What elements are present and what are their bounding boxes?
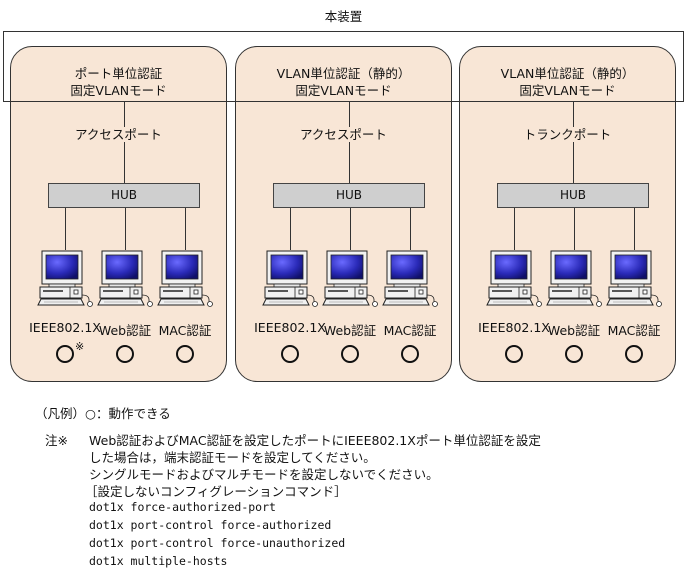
panel-title-line2: 固定VLANモード [70, 83, 167, 98]
auth-method-label: Web認証 [98, 323, 152, 338]
supported-circle-icon [341, 345, 359, 363]
hub-drop-line [574, 208, 575, 250]
hub-box: HUB [497, 183, 649, 208]
note-line: Web認証およびMAC認証を設定したポートにIEEE802.1Xポート単位認証を… [89, 433, 541, 448]
port-type-label: トランクポート [460, 124, 675, 143]
legend-prefix: （凡例） [35, 406, 86, 421]
hub-drop-line [410, 208, 411, 250]
port-type-label: アクセスポート [11, 124, 226, 143]
computer-icon [382, 250, 440, 308]
supported-circle-icon [116, 345, 134, 363]
legend-symbol: ○ [85, 406, 96, 421]
computer-icon [322, 250, 380, 308]
supported-circle-icon [281, 345, 299, 363]
computer-icon [97, 250, 155, 308]
supported-circle-icon [401, 345, 419, 363]
computer-icon [546, 250, 604, 308]
auth-mode-panel: VLAN単位認証（静的） 固定VLANモードアクセスポート HUB IEEE802.… [235, 46, 452, 382]
hub-drop-line [125, 208, 126, 250]
config-command: dot1x force-authorized-port [89, 500, 276, 514]
note-mark: 注※ [45, 433, 68, 448]
port-type-text: アクセスポート [297, 127, 390, 142]
note-line: ［設定しないコンフィグレーションコマンド］ [85, 484, 347, 499]
hub-drop-line [634, 208, 635, 250]
uplink-line [349, 101, 350, 183]
hub-box: HUB [273, 183, 425, 208]
computer-icon [157, 250, 215, 308]
hub-drop-line [65, 208, 66, 250]
auth-method-label: IEEE802.1X [254, 320, 326, 335]
panel-title-line2: 固定VLANモード [295, 83, 392, 98]
auth-method-label: IEEE802.1X [478, 320, 550, 335]
computer-icon [262, 250, 320, 308]
supported-circle-icon [56, 345, 74, 363]
hub-box: HUB [48, 183, 200, 208]
port-type-label: アクセスポート [236, 124, 451, 143]
supported-circle-icon [565, 345, 583, 363]
port-type-text: トランクポート [520, 127, 615, 142]
device-title: 本装置 [324, 9, 363, 24]
computer-icon [37, 250, 95, 308]
panel-title-line1: VLAN単位認証（静的） [276, 66, 411, 81]
port-type-text: アクセスポート [72, 127, 165, 142]
auth-method-label: MAC認証 [607, 323, 661, 338]
legend: （凡例）○：動作できる [35, 403, 171, 422]
note-line: シングルモードおよびマルチモードを設定しないでください。 [89, 467, 439, 482]
note-line: した場合は，端末認証モードを設定してください。 [89, 450, 376, 465]
supported-circle-icon [176, 345, 194, 363]
uplink-line [124, 101, 125, 183]
computer-icon [486, 250, 544, 308]
computer-icon [606, 250, 664, 308]
hub-drop-line [350, 208, 351, 250]
config-command: dot1x multiple-hosts [89, 554, 228, 568]
legend-text: ：動作できる [95, 406, 171, 421]
hub-drop-line [514, 208, 515, 250]
hub-drop-line [290, 208, 291, 250]
auth-method-label: IEEE802.1X [29, 320, 101, 335]
panel-title-line1: VLAN単位認証（静的） [500, 66, 635, 81]
note-reference-mark: ※ [75, 340, 85, 353]
panel-title: VLAN単位認証（静的） 固定VLANモード [236, 65, 451, 99]
auth-method-label: Web認証 [547, 323, 601, 338]
auth-method-label: Web認証 [323, 323, 377, 338]
panel-title: VLAN単位認証（静的） 固定VLANモード [460, 65, 675, 99]
auth-method-label: MAC認証 [158, 323, 212, 338]
hub-drop-line [185, 208, 186, 250]
config-command: dot1x port-control force-authorized [89, 518, 332, 532]
panel-title-line1: ポート単位認証 [74, 66, 163, 81]
panel-title-line2: 固定VLANモード [519, 83, 616, 98]
supported-circle-icon [505, 345, 523, 363]
supported-circle-icon [625, 345, 643, 363]
config-command: dot1x port-control force-unauthorized [89, 536, 346, 550]
uplink-line [573, 101, 574, 183]
panel-title: ポート単位認証固定VLANモード [11, 65, 226, 99]
auth-method-label: MAC認証 [383, 323, 437, 338]
auth-mode-panel: VLAN単位認証（静的） 固定VLANモードトランクポート HUB IEEE802.… [459, 46, 676, 382]
